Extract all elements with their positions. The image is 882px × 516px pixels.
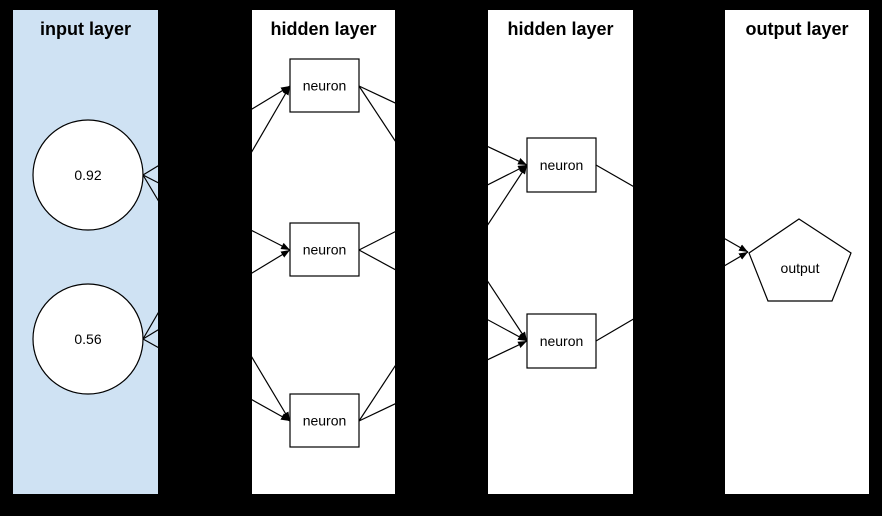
node-label-input-1: 0.92 — [74, 167, 101, 183]
layer-panel-hidden-layer-2 — [488, 10, 633, 494]
edge-input-1-to-h1-neuron-1 — [142, 85, 291, 176]
node-label-h2-neuron-1: neuron — [540, 157, 584, 173]
layer-title-hidden-layer-2: hidden layer — [507, 19, 613, 39]
edge-input-2-to-h1-neuron-3 — [142, 338, 291, 422]
layer-title-output-layer: output layer — [745, 19, 848, 39]
edge-h1-neuron-1-to-h2-neuron-1 — [358, 85, 528, 166]
layer-title-input-layer: input layer — [40, 19, 131, 39]
edge-h1-neuron-2-to-h2-neuron-1 — [358, 164, 528, 251]
node-h2-neuron-1 — [526, 137, 597, 193]
node-label-h1-neuron-1: neuron — [303, 78, 347, 94]
node-h1-neuron-3 — [289, 393, 360, 448]
node-h1-neuron-2 — [289, 222, 360, 277]
node-h1-neuron-1 — [289, 58, 360, 113]
edge-h1-neuron-3-to-h2-neuron-2 — [358, 340, 528, 422]
node-input-2 — [32, 283, 144, 395]
node-output-node — [748, 218, 852, 302]
node-label-h1-neuron-2: neuron — [303, 242, 347, 258]
layer-panel-input-layer — [13, 10, 158, 494]
node-label-h2-neuron-2: neuron — [540, 333, 584, 349]
node-label-output-node: output — [781, 260, 820, 276]
layer-title-hidden-layer-1: hidden layer — [270, 19, 376, 39]
node-h2-neuron-2 — [526, 313, 597, 369]
edge-input-1-to-h1-neuron-3 — [142, 174, 291, 422]
edge-h2-neuron-1-to-output-node — [595, 164, 749, 253]
node-label-h1-neuron-3: neuron — [303, 413, 347, 429]
node-label-input-2: 0.56 — [74, 331, 101, 347]
edge-h1-neuron-2-to-h2-neuron-2 — [358, 249, 528, 342]
node-input-1 — [32, 119, 144, 231]
edge-input-2-to-h1-neuron-2 — [142, 249, 291, 340]
edge-h2-neuron-2-to-output-node — [595, 251, 749, 342]
edge-input-2-to-h1-neuron-1 — [142, 85, 291, 340]
edge-h1-neuron-3-to-h2-neuron-1 — [358, 164, 528, 422]
edge-h1-neuron-1-to-h2-neuron-2 — [358, 85, 528, 342]
